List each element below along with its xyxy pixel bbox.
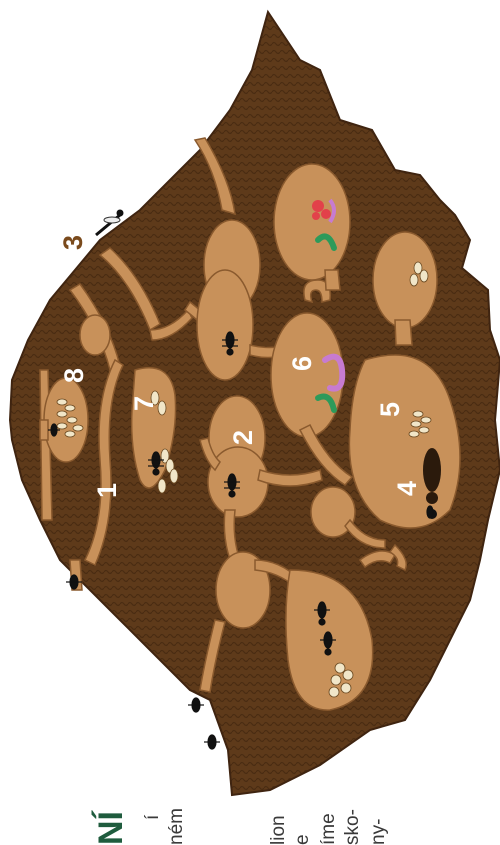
text-fragment-7: ny- — [368, 819, 390, 845]
label-2: 2 — [228, 430, 258, 445]
text-fragment-4: e — [292, 834, 314, 845]
label-7: 7 — [129, 396, 159, 411]
label-8: 8 — [59, 368, 89, 383]
text-fragment-1: í — [142, 815, 164, 820]
text-fragment-2: ném — [166, 808, 188, 845]
heading-fragment: NÍ — [92, 811, 131, 845]
label-6: 6 — [287, 356, 317, 371]
label-3: 3 — [58, 235, 88, 250]
label-4: 4 — [392, 481, 422, 496]
text-fragment-5: íme — [318, 813, 340, 845]
label-1: 1 — [92, 483, 122, 498]
label-5: 5 — [375, 402, 405, 417]
text-fragment-3: lion — [268, 815, 290, 845]
text-fragment-6: sko- — [342, 809, 364, 845]
